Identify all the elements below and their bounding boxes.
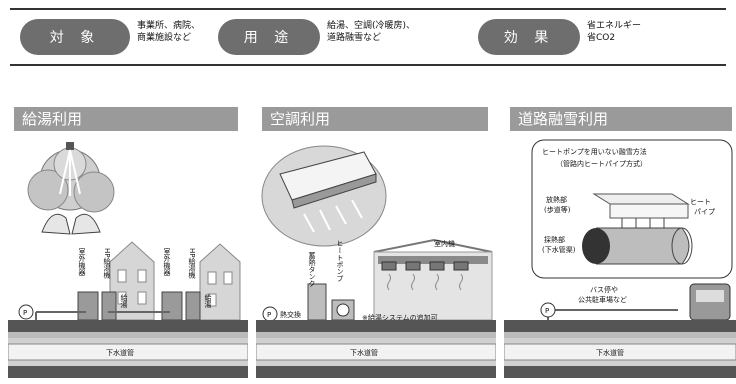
panel-title-snow-melting: 道路融雪利用 (510, 107, 732, 131)
heat-pipe-label-1: ヒート (690, 198, 711, 206)
heat-pump-label: ヒートポンプ (336, 240, 344, 282)
outdoor-unit-2 (161, 291, 183, 321)
radiator-sub-label: (歩道等) (544, 205, 571, 214)
air-conditioning-diagram: 室内機 蓄熱タンク ヒートポンプ ※給湯システムの追加可 P 熱交換 下水道管 (256, 145, 496, 378)
hp-unit-1-label: HP給湯機 (103, 248, 111, 280)
usage-label: 用 途 (243, 30, 295, 46)
pump-marker: P (262, 306, 278, 322)
outdoor-unit-1-label: 室外機器 (78, 247, 86, 277)
collector-sub-label: (下水管渠) (542, 245, 576, 254)
usage-pill: 用 途 (218, 19, 320, 55)
indoor-unit-label: 室内機 (434, 239, 455, 248)
hands-icon (41, 213, 101, 235)
target-pill: 対 象 (20, 19, 130, 55)
hp-unit-2-label: HP給湯機 (188, 248, 196, 280)
panel-title-air-conditioning: 空調利用 (262, 107, 488, 131)
bus-icon (689, 283, 731, 321)
bus-label-1: バス停や (590, 285, 618, 294)
svg-text:P: P (23, 309, 27, 317)
pump-marker: P (18, 304, 34, 320)
radiator-label: 放熱部 (546, 195, 567, 204)
sewer-label: 下水道管 (106, 348, 134, 357)
system-note: ※給湯システムの追加可 (362, 313, 438, 322)
sewer-pipe (504, 343, 736, 361)
ground-layer (8, 320, 248, 332)
storage-tank-label: 蓄熱タンク (308, 251, 316, 287)
hp-unit-2 (185, 291, 201, 321)
storage-tank (307, 283, 327, 321)
heat-exchanger-label: 熱交換 (280, 310, 301, 319)
sewer-pipe (256, 343, 496, 361)
bus-label-2: 公共駐車場など (578, 295, 627, 304)
tree-illustration (27, 142, 115, 213)
snow-melting-diagram: ヒートポンプを用いない融雪方法 （管路内ヒートパイプ方式） 放熱部 (歩道等) … (504, 139, 736, 378)
panel-title-hot-water: 給湯利用 (14, 107, 238, 131)
collector-label: 採熱部 (544, 235, 565, 244)
pump-marker: P (540, 302, 556, 318)
inset-title-2: （管路内ヒートパイプ方式） (556, 159, 647, 168)
outdoor-unit-1 (77, 291, 99, 321)
house-left (109, 241, 155, 321)
target-desc: 事業所、病院、 商業施設など (137, 21, 201, 43)
sewer-label: 下水道管 (596, 348, 624, 357)
heat-pipe-label-2: パイプ (694, 208, 715, 216)
svg-text:P: P (545, 307, 549, 315)
effect-desc: 省エネルギー 省CO2 (587, 21, 642, 43)
svg-text:P: P (267, 311, 271, 319)
inset-title-1: ヒートポンプを用いない融雪方法 (542, 147, 647, 156)
outdoor-unit-2-label: 室外機器 (163, 247, 171, 277)
effect-pill: 効 果 (478, 19, 580, 55)
storage-2-label: 給湯 (204, 293, 212, 309)
hot-water-diagram: 室外機器 HP給湯機 給湯 室外機器 HP給湯機 給湯 P 下水道管 (8, 142, 248, 378)
storage-1-label: 給湯 (120, 293, 128, 309)
effect-label: 効 果 (503, 30, 555, 46)
target-label: 対 象 (49, 30, 101, 46)
house-right (199, 243, 241, 321)
top-divider (10, 8, 726, 10)
sewer-label: 下水道管 (350, 348, 378, 357)
air-conditioner-illustration (261, 145, 387, 247)
usage-desc: 給湯、空調(冷暖房)、 道路融雪など (327, 21, 416, 43)
hp-unit-1 (101, 291, 117, 321)
sewer-pipe (8, 343, 248, 361)
bottom-divider (10, 64, 726, 66)
